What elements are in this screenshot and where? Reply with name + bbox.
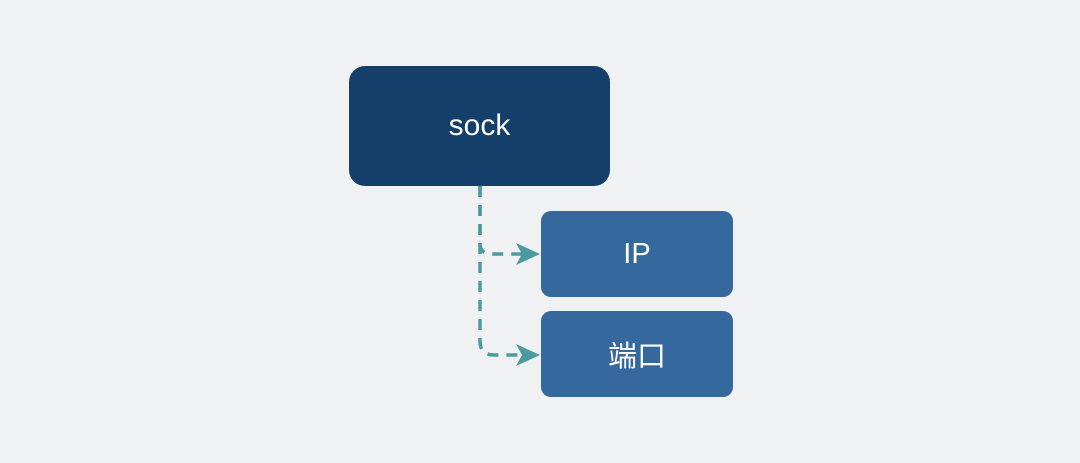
- node-ip-label: IP: [623, 237, 651, 270]
- arrowhead-ip-icon: [516, 243, 540, 265]
- node-port-label: 端口: [607, 341, 666, 373]
- node-ip: IP: [541, 211, 733, 297]
- node-sock: sock: [349, 66, 610, 186]
- connector-sock-to-ip: [478, 186, 528, 256]
- connector-sock-to-port: [478, 186, 528, 357]
- arrowhead-port-icon: [516, 344, 540, 366]
- node-sock-label: sock: [448, 109, 511, 142]
- node-port: 端口: [541, 311, 733, 397]
